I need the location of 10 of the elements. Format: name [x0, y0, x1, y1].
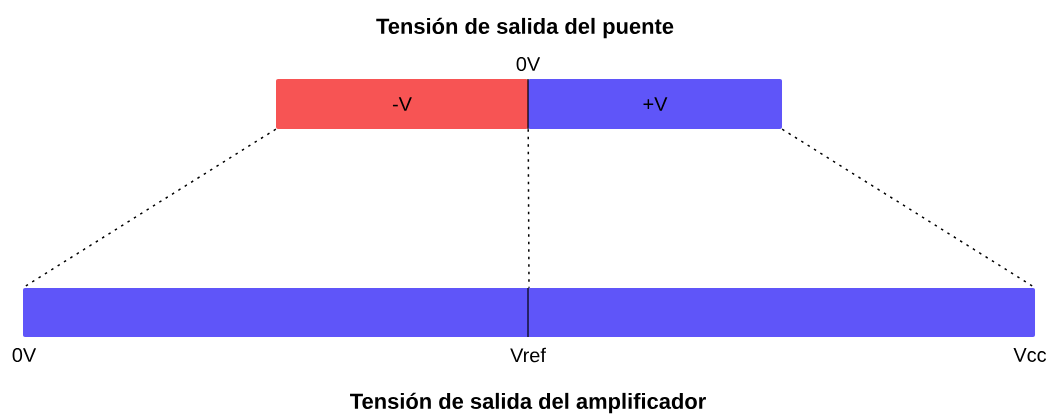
dotted-line: [527, 128, 530, 289]
caption: Tensión de salida del amplificador: [350, 392, 706, 414]
axis-label: Vref: [510, 347, 546, 363]
range-box: -V: [276, 79, 528, 129]
title: Tensión de salida del puente: [376, 17, 674, 39]
axis-label: 0V: [12, 347, 37, 363]
range-box: +V: [528, 79, 782, 129]
bar: [23, 288, 1035, 337]
axis-label: Vcc: [1013, 348, 1047, 362]
axis-label: 0V: [516, 56, 541, 72]
